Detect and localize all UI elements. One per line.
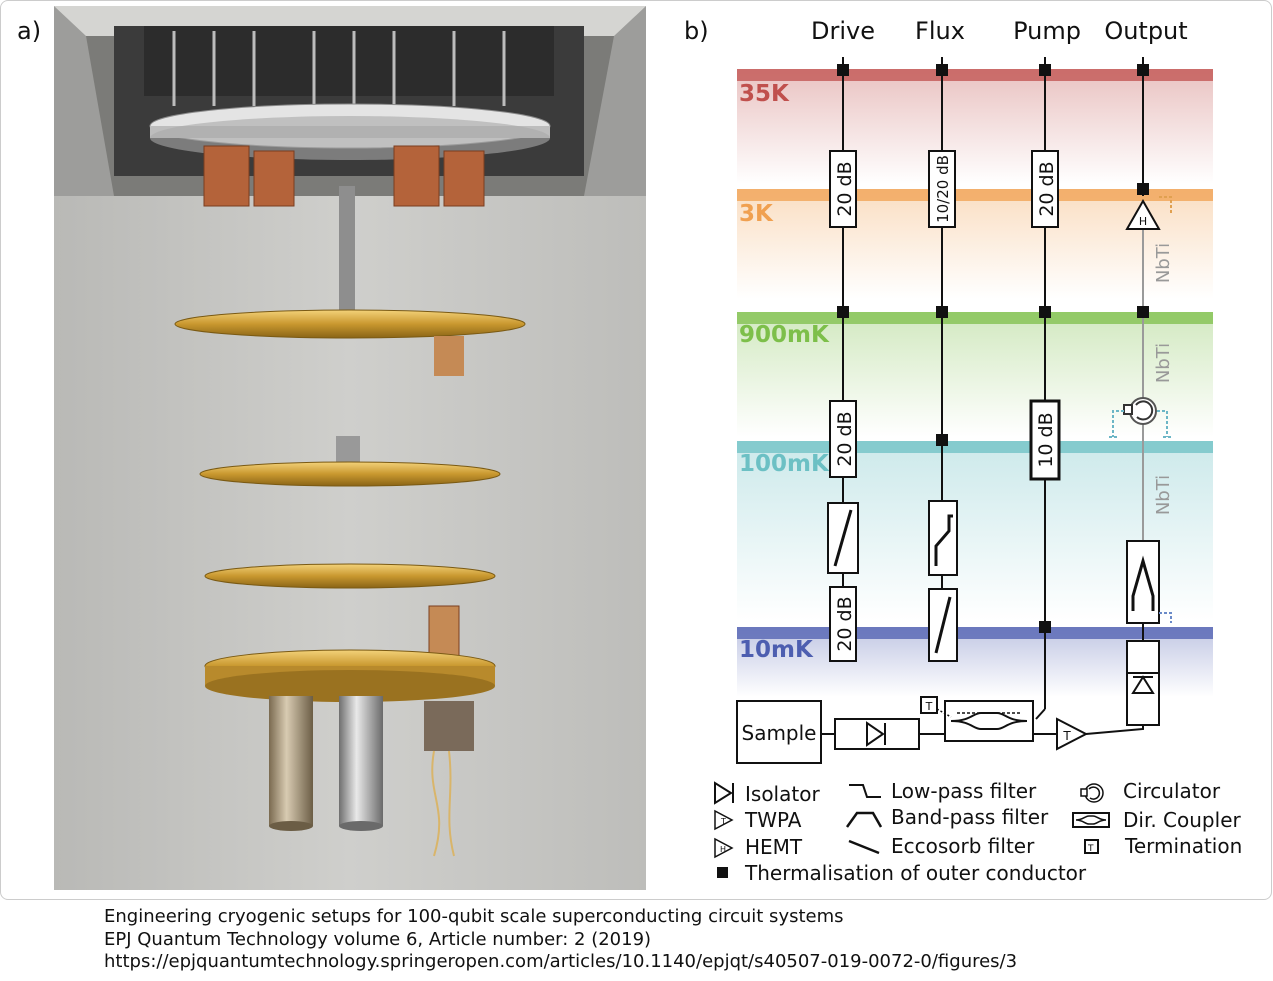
wiring-schematic: 35K 3K 900mK 100mK 10mK Drive Flux Pump … (714, 17, 1242, 885)
line-header-drive: Drive (811, 17, 875, 45)
legend-isolator-icon (714, 781, 734, 805)
flux-eccosorb-filter (928, 588, 958, 662)
svg-text:Isolator: Isolator (745, 782, 820, 806)
line-header-pump: Pump (1013, 17, 1081, 45)
caption-journal: EPJ Quantum Technology volume 6, Article… (104, 928, 652, 950)
legend: Isolator T TWPA H HEMT Low-pass filter B… (714, 779, 1242, 885)
caption-title: Engineering cryogenic setups for 100-qub… (104, 906, 844, 927)
legend-coupler-icon (1072, 812, 1110, 828)
drive-attenuator-100mk: 20 dB (829, 400, 857, 478)
stage-label-10mk: 10mK (739, 637, 814, 663)
svg-text:H: H (1139, 215, 1147, 228)
drive-eccosorb-filter (827, 502, 859, 574)
legend-bandpass-icon (845, 811, 883, 828)
stage-label-100mk: 100mK (739, 451, 830, 477)
circulator-termination-leads (1109, 410, 1171, 438)
hemt-amplifier: H (1125, 198, 1161, 230)
coupler-termination: T (920, 696, 952, 718)
pump-attenuator-3k: 20 dB (1031, 150, 1059, 228)
legend-lowpass-icon (849, 784, 881, 798)
svg-text:T: T (1062, 729, 1071, 743)
svg-text:20 dB: 20 dB (1036, 161, 1058, 216)
pump-attenuator-100mk: 10 dB (1029, 399, 1061, 481)
svg-text:H: H (720, 845, 726, 854)
output-isolator-pair (1126, 640, 1160, 726)
pump-to-coupler (1035, 708, 1046, 720)
svg-text:10/20 dB: 10/20 dB (934, 155, 952, 223)
svg-text:HEMT: HEMT (745, 835, 803, 859)
line-header-output: Output (1104, 17, 1187, 45)
svg-text:Dir. Coupler: Dir. Coupler (1123, 808, 1241, 832)
svg-text:Band-pass filter: Band-pass filter (891, 805, 1049, 829)
nbti-label-2: NbTi (1153, 343, 1174, 383)
dilution-refrigerator-photo (54, 6, 646, 890)
svg-text:20 dB: 20 dB (834, 596, 856, 651)
stage-label-35k: 35K (739, 81, 790, 107)
svg-text:T: T (925, 700, 933, 713)
sample-isolator (834, 718, 920, 750)
svg-text:Sample: Sample (742, 721, 817, 745)
caption-url[interactable]: https://epjquantumtechnology.springerope… (104, 951, 1018, 972)
legend-eccosorb-icon (848, 839, 880, 855)
legend-thermalisation-icon (717, 867, 728, 878)
thermalisation-points (837, 64, 1149, 633)
output-circulator (1123, 397, 1157, 425)
bandpass-termination-lead (1159, 612, 1172, 623)
svg-text:Eccosorb filter: Eccosorb filter (891, 834, 1035, 858)
flux-lowpass-filter (928, 500, 958, 576)
legend-circulator-icon (1080, 783, 1104, 803)
figure-caption: Engineering cryogenic setups for 100-qub… (104, 906, 1017, 974)
svg-text:Thermalisation of outer conduc: Thermalisation of outer conductor (744, 861, 1087, 885)
stage-label-3k: 3K (739, 201, 774, 227)
svg-text:T: T (1087, 844, 1094, 854)
drive-attenuator-3k: 20 dB (829, 150, 857, 228)
svg-text:TWPA: TWPA (744, 808, 802, 832)
legend-hemt-icon: H (714, 837, 734, 859)
line-header-flux: Flux (915, 17, 965, 45)
panel-a-label: a) (17, 17, 42, 45)
figure-panel: a) b) (0, 0, 1272, 900)
panel-b-label: b) (684, 17, 709, 45)
svg-text:10 dB: 10 dB (1035, 412, 1057, 467)
nbti-label-1: NbTi (1153, 243, 1174, 283)
svg-text:Low-pass filter: Low-pass filter (891, 779, 1037, 803)
svg-text:20 dB: 20 dB (834, 161, 856, 216)
output-bandpass-filter (1126, 540, 1160, 624)
flux-attenuator-3k: 10/20 dB (928, 150, 956, 228)
stage-label-900mk: 900mK (739, 322, 830, 348)
drive-attenuator-10mk: 20 dB (829, 586, 857, 662)
legend-twpa-icon: T (714, 809, 734, 831)
legend-termination-icon: T (1084, 839, 1099, 854)
hemt-termination-lead (1159, 196, 1172, 215)
nbti-label-3: NbTi (1153, 475, 1174, 515)
svg-text:20 dB: 20 dB (834, 411, 856, 466)
svg-text:Termination: Termination (1124, 834, 1242, 858)
svg-text:Circulator: Circulator (1123, 779, 1221, 803)
directional-coupler (944, 700, 1034, 742)
twpa-amplifier: T (1056, 717, 1089, 751)
sample-box: Sample (736, 700, 822, 764)
svg-text:T: T (720, 817, 726, 826)
